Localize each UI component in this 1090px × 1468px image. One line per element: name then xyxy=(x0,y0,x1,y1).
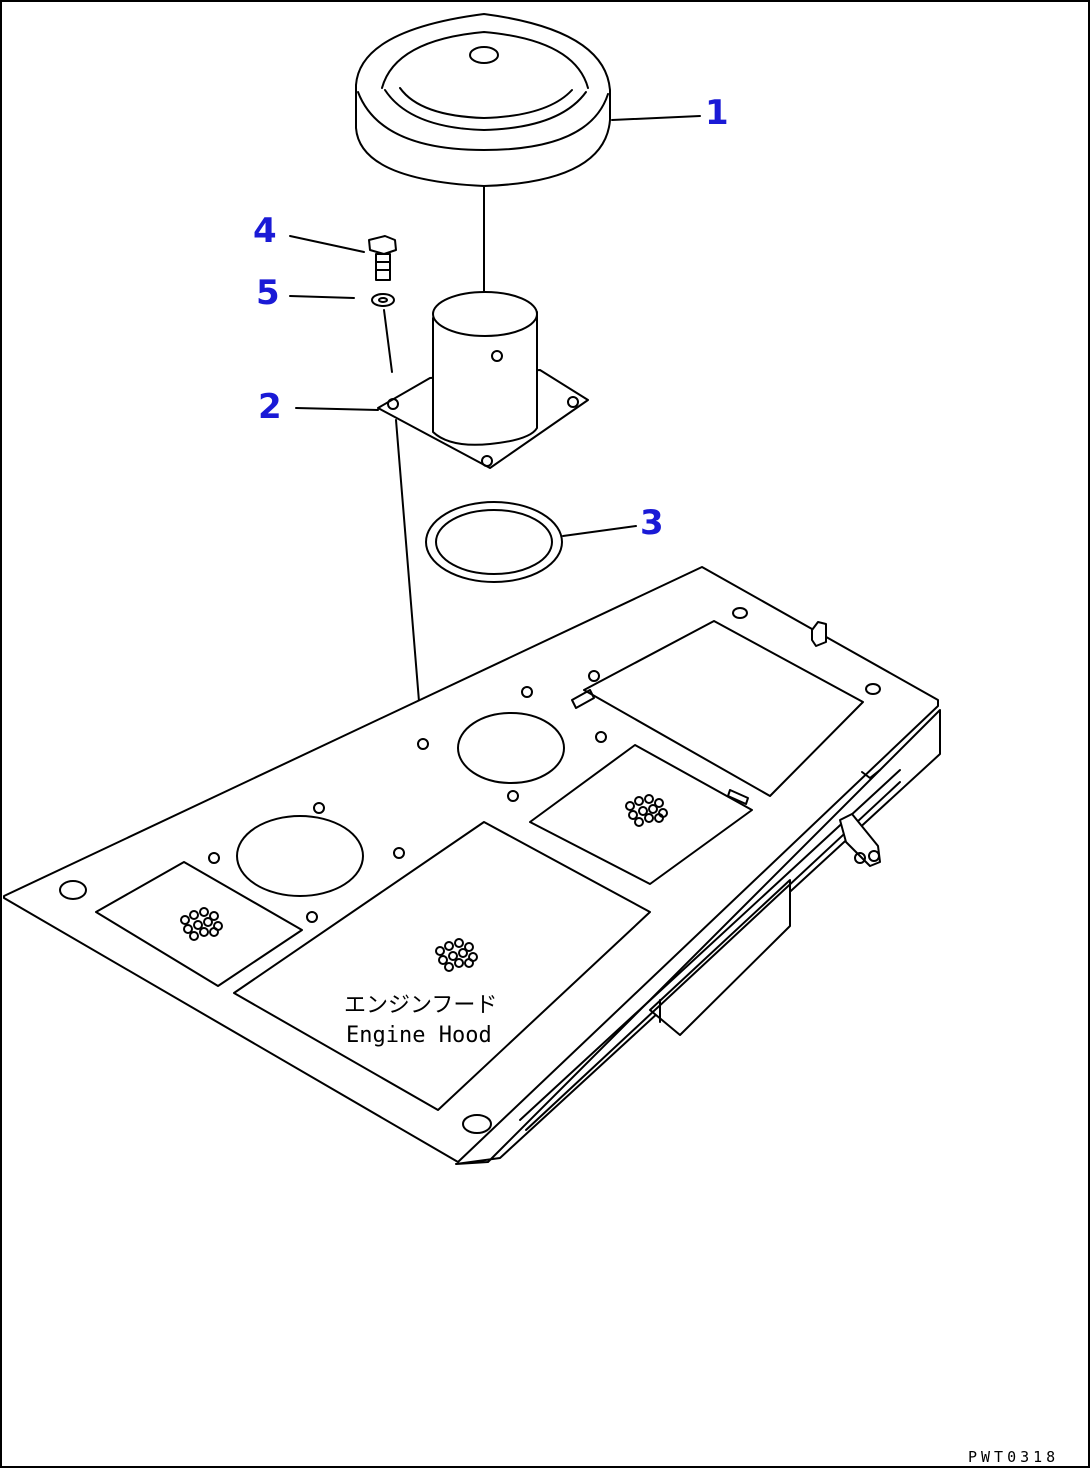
callout-3: 3 xyxy=(640,503,664,543)
louvre-cluster-3 xyxy=(625,794,668,827)
part-1-precleaner-cap xyxy=(355,13,611,187)
part-2-inlet-tube xyxy=(377,291,589,469)
leader-1 xyxy=(611,115,701,121)
leader-4 xyxy=(289,235,365,253)
hood-label-jp: エンジンフード xyxy=(344,993,497,1018)
engine-hood xyxy=(3,566,941,1165)
callout-5: 5 xyxy=(256,273,280,313)
callout-1: 1 xyxy=(705,93,729,133)
leader-3 xyxy=(562,525,637,537)
drawing-code: PWT0318 xyxy=(968,1448,1059,1466)
part-5-washer xyxy=(371,293,395,307)
leader-5 xyxy=(289,295,355,299)
callout-2: 2 xyxy=(258,387,282,427)
assembly-line-2 xyxy=(395,419,423,739)
hood-label-en: Engine Hood xyxy=(346,1023,492,1048)
louvre-cluster-1 xyxy=(180,907,223,941)
leader-2 xyxy=(295,407,379,411)
part-3-gasket xyxy=(425,501,563,583)
assembly-line-5 xyxy=(383,309,393,373)
louvre-cluster-2 xyxy=(435,938,478,972)
callout-4: 4 xyxy=(253,211,277,251)
part-4-bolt xyxy=(368,235,397,281)
